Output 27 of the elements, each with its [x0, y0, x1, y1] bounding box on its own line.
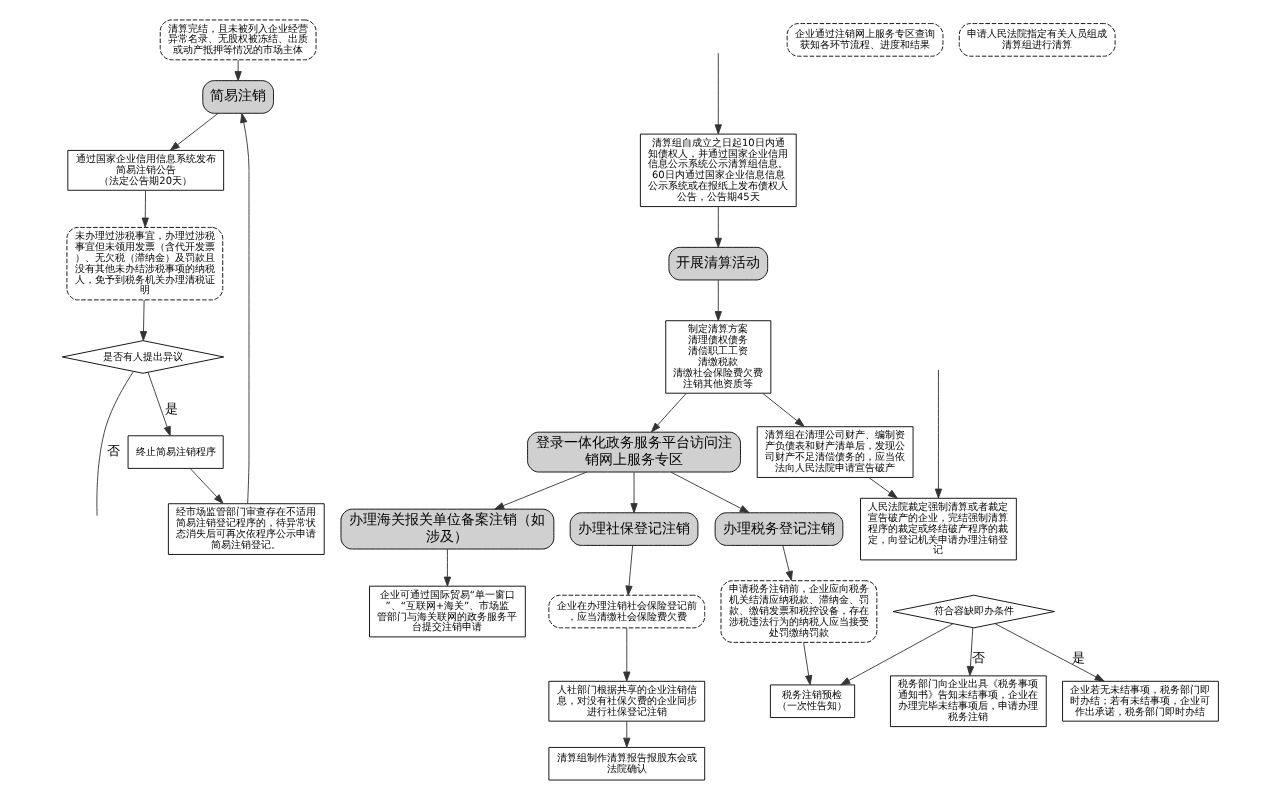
arrow [622, 720, 630, 748]
arrow [146, 372, 170, 437]
arrow [839, 623, 953, 686]
arrow [802, 642, 812, 686]
arrow [233, 59, 241, 82]
arrow [138, 299, 147, 342]
arrow [781, 545, 792, 581]
arrow [239, 112, 249, 504]
arrow [493, 471, 587, 510]
arrow [168, 112, 218, 151]
arrow [629, 471, 637, 514]
arrow [867, 477, 897, 499]
arrow [649, 392, 686, 433]
arrow [442, 548, 451, 587]
arrow [140, 190, 148, 228]
arrow [713, 52, 721, 135]
arrow [713, 279, 721, 322]
arrow [624, 545, 633, 596]
arrow [622, 627, 630, 682]
arrow [761, 392, 804, 427]
arrow [713, 206, 721, 248]
arrow [188, 468, 223, 504]
arrow [965, 627, 974, 676]
arrow [669, 471, 749, 514]
arrow [993, 623, 1104, 682]
arrow [933, 369, 942, 499]
connector [95, 370, 133, 517]
